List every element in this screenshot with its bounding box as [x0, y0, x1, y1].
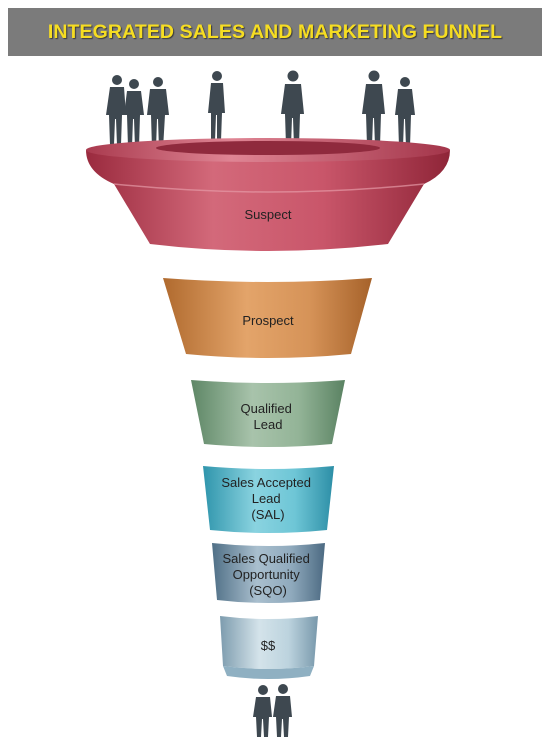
stage-label-suspect: Suspect	[245, 207, 292, 222]
person-icon	[253, 685, 272, 737]
people-group-top	[106, 70, 415, 149]
person-icon	[395, 77, 415, 147]
people-group-bottom	[253, 684, 292, 737]
funnel-stage-suspect	[86, 138, 450, 251]
page-title: INTEGRATED SALES AND MARKETING FUNNEL	[47, 20, 503, 43]
person-icon	[106, 75, 126, 145]
funnel-stage-sal	[203, 466, 334, 533]
person-icon	[273, 684, 292, 737]
person-icon	[281, 70, 304, 146]
funnel-stage-prospect	[163, 278, 372, 358]
funnel-stage-sqo	[212, 543, 325, 603]
stage-label-prospect: Prospect	[242, 313, 294, 328]
person-icon	[208, 71, 225, 141]
stage-label-sal: Sales Accepted Lead (SAL)	[221, 475, 314, 522]
funnel-stage-qualified-lead	[191, 380, 345, 447]
person-icon	[147, 77, 169, 149]
person-icon	[362, 70, 385, 146]
stage-label-qualified-lead: Qualified Lead	[241, 401, 296, 432]
stage-label-sqo: Sales Qualified Opportunity (SQO)	[222, 551, 313, 598]
funnel-stage-revenue	[220, 616, 318, 679]
stage-label-revenue: $$	[261, 638, 276, 653]
person-icon	[124, 79, 144, 147]
title-bar: INTEGRATED SALES AND MARKETING FUNNEL	[8, 8, 542, 56]
